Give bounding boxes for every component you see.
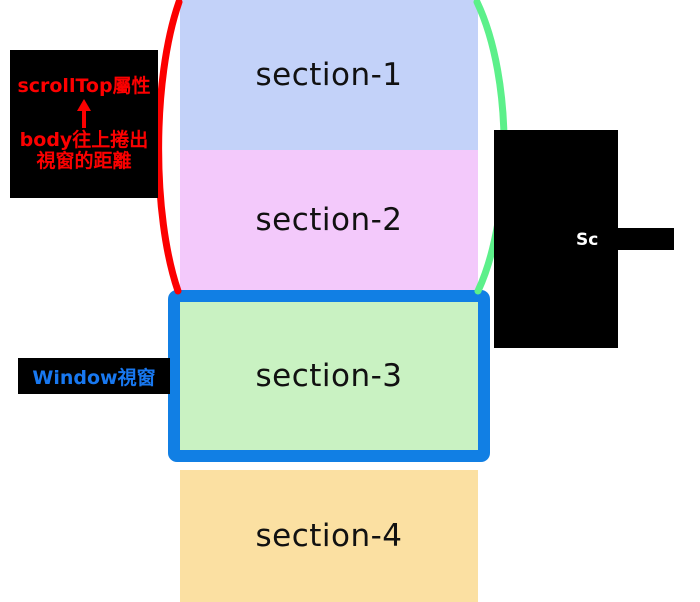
scrolltop-description-line2: 視窗的距離 (36, 150, 132, 173)
section-3-label: section-3 (255, 358, 403, 394)
section-4-label: section-4 (255, 518, 403, 554)
scrolltop-property-label: scrollTop屬性 (17, 74, 151, 97)
window-viewport-callout: Window視窗 (18, 358, 170, 394)
scrolltop-annotation-callout: scrollTop屬性 body往上捲出 視窗的距離 (10, 50, 158, 198)
section-4-block: section-4 (180, 470, 478, 602)
section-3-block: section-3 (180, 302, 478, 450)
section-1-block: section-1 (180, 0, 478, 150)
scroll-annotation-label: Sc (576, 230, 599, 250)
scroll-annotation-callout: Sc (494, 130, 674, 348)
window-viewport-frame: section-3 (168, 290, 490, 462)
red-brace-arc (155, 0, 183, 295)
window-viewport-label: Window視窗 (32, 366, 156, 389)
section-1-label: section-1 (255, 57, 403, 93)
section-2-label: section-2 (255, 202, 403, 238)
arrow-up-icon (74, 98, 94, 129)
redaction-bar (604, 228, 674, 250)
scrolltop-description-line1: body往上捲出 (19, 128, 149, 151)
section-2-block: section-2 (180, 150, 478, 290)
